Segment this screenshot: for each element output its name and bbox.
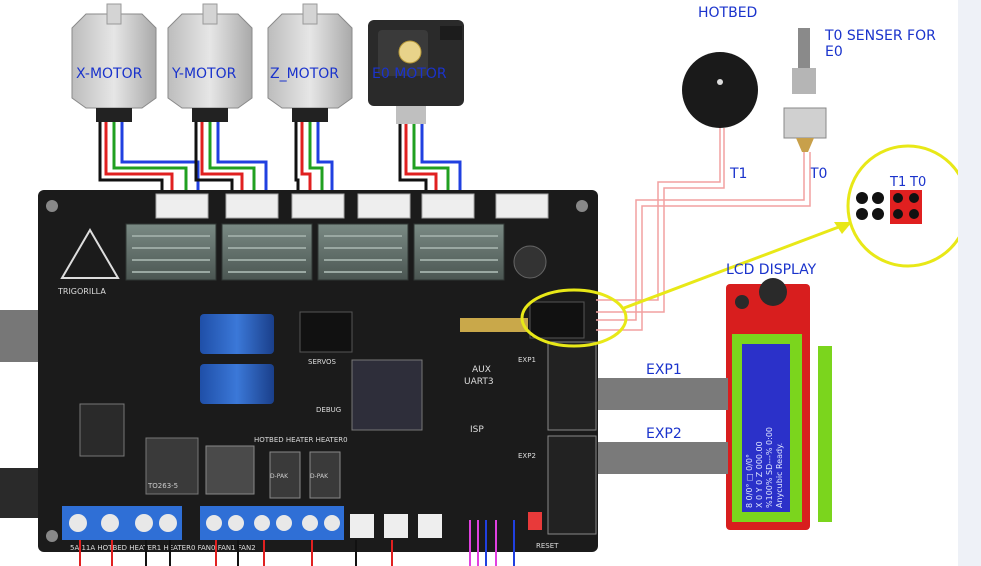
- header-highlight: [520, 288, 628, 348]
- z-motor-label: Z_MOTOR: [270, 66, 339, 82]
- terminal-blocks: [62, 506, 344, 540]
- usb-port: [0, 310, 42, 362]
- endstop-header: [460, 318, 528, 332]
- e0-motor-label: E0 MOTOR: [372, 66, 447, 82]
- mcu-chip: [351, 359, 423, 431]
- z-motor: [267, 3, 353, 122]
- t0-sensor-label-2: E0: [825, 44, 843, 60]
- capacitor: [200, 364, 274, 404]
- aux-label: AUX: [472, 365, 491, 375]
- fan2-connector: [418, 514, 442, 538]
- brand-logo: [60, 228, 120, 279]
- lcd-display-label: LCD DISPLAY: [726, 262, 817, 278]
- spare-motor-connector: [357, 193, 411, 219]
- y-motor-label: Y-MOTOR: [171, 66, 237, 82]
- uart3-label: UART3: [464, 377, 494, 387]
- exp1-label: EXP1: [646, 362, 682, 378]
- fan0-connector: [350, 514, 374, 538]
- lcd-screen-line1: 8 0/0° □ 0/0°: [745, 454, 754, 508]
- brand-label: TRIGORILLA: [57, 287, 106, 296]
- diagram-canvas: X-MOTOR Y-MOTOR Z_MOTOR E0 MOTOR: [0, 3, 970, 566]
- e0-motor-connector: [421, 193, 475, 219]
- lcd-screen-line4: Anycubic Ready.: [775, 443, 784, 508]
- thermistor-header: [529, 301, 585, 339]
- isp-label: ISP: [470, 425, 484, 435]
- e0-motor-extruder: [368, 20, 464, 124]
- exp2-label: EXP2: [646, 426, 682, 442]
- to263-label: TO263-5: [147, 482, 178, 490]
- exp1-silk: EXP1: [518, 356, 536, 364]
- x-motor-connector: [155, 193, 209, 219]
- exp2-ribbon-cable: [598, 442, 728, 474]
- mainboard: TRIGORILLA SERVOS AUX UART3 ISP DEBUG HO…: [0, 190, 598, 552]
- exp1-ribbon-cable: [598, 378, 728, 410]
- x-motor-label: X-MOTOR: [76, 66, 143, 82]
- dpak-chip: [269, 451, 301, 499]
- debug-label: DEBUG: [316, 406, 341, 414]
- motor-wires: [98, 122, 462, 196]
- highlight-pointer: [623, 220, 853, 310]
- hotbed-thermistor: [682, 52, 758, 128]
- y-motor-connector: [225, 193, 279, 219]
- hotbed-label: HOTBED: [698, 5, 757, 21]
- e1-motor-connector: [495, 193, 549, 219]
- servos-label: SERVOS: [308, 358, 337, 366]
- t0-sensor-label: T0 SENSER FOR: [824, 28, 936, 44]
- buzzer: [513, 245, 547, 279]
- reset-label: RESET: [536, 542, 559, 550]
- z-motor-connector: [291, 193, 345, 219]
- exp2-silk: EXP2: [518, 452, 536, 460]
- reset-button: [528, 512, 542, 530]
- zoom-t0-label: T0: [909, 175, 926, 190]
- dpak-label-2: D-PAK: [310, 473, 329, 480]
- stepper-drivers: [125, 223, 505, 281]
- capacitor: [200, 314, 274, 354]
- x-motor: [71, 3, 157, 122]
- power-mosfet: [205, 445, 255, 495]
- power-jack: [0, 468, 44, 518]
- lcd-screen-line2: X 0 Y 0 Z 000.00: [755, 441, 764, 508]
- dpak-label-1: D-PAK: [270, 473, 289, 480]
- thermistor-wires: [596, 128, 811, 331]
- to263-chip: [145, 437, 199, 495]
- zoom-t1-label: T1: [889, 175, 906, 190]
- bottom-wires: [79, 520, 515, 566]
- servo-header: [299, 311, 353, 353]
- dpak-chip: [309, 451, 341, 499]
- lcd-display: 8 0/0° □ 0/0° X 0 Y 0 Z 000.00 %100% SD-…: [726, 278, 832, 530]
- lcd-screen-line3: %100% SD---% 0:00: [765, 427, 774, 508]
- t0-sensor-hotend: [783, 28, 827, 152]
- zoom-callout: [846, 144, 970, 268]
- fan1-connector: [384, 514, 408, 538]
- exp2-connector: [547, 435, 597, 535]
- side-margin: [958, 0, 981, 566]
- y-motor: [167, 3, 253, 122]
- heaters-label: HOTBED HEATER HEATER0: [254, 436, 348, 444]
- exp1-connector: [547, 341, 597, 431]
- regulator: [79, 403, 125, 457]
- terminal-labels: 5A 11A HOTBED HEATER1 HEATER0 FAN0 FAN1 …: [70, 544, 256, 552]
- t0-wire-label: T0: [809, 166, 827, 182]
- t1-wire-label: T1: [729, 166, 747, 182]
